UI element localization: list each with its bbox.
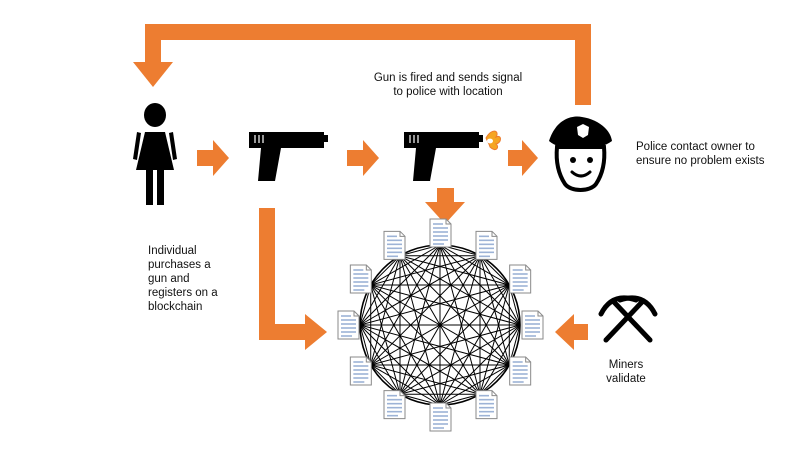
gun-firing-icon (403, 130, 501, 182)
network-link (399, 255, 521, 326)
ledger-document-icon (508, 264, 532, 294)
network-link (399, 244, 441, 395)
arrow-fired-to-blockchain (425, 188, 465, 224)
arrow-person-to-gun (197, 140, 229, 176)
ledger-document-icon (475, 230, 498, 261)
feedback-arrow (133, 24, 591, 105)
ledger-document-icon (429, 402, 452, 432)
network-link (359, 324, 372, 366)
network-link (359, 324, 481, 395)
network-link (399, 255, 481, 395)
arrow-gun-to-blockchain (259, 208, 327, 350)
miners-label: Miners validate (606, 359, 646, 385)
network-link (359, 324, 510, 366)
crossed-pickaxes-icon (598, 295, 658, 343)
network-link (370, 364, 401, 395)
ledger-document-icon (475, 389, 498, 420)
network-link (439, 255, 481, 406)
ledger-document-icon (383, 230, 406, 261)
network-link (370, 255, 401, 366)
network-link (370, 284, 401, 395)
ledger-document-icon (349, 264, 373, 294)
network-link (370, 284, 521, 326)
blockchain-network-icon (337, 218, 544, 432)
ledger-document-icon (349, 356, 373, 386)
network-link (399, 255, 441, 406)
network-link (370, 284, 441, 406)
gun-icon (248, 131, 329, 182)
network-link (399, 284, 510, 395)
arrow-fired-to-police (508, 140, 538, 176)
ledger-document-icon (429, 218, 452, 248)
network-link (359, 255, 401, 326)
ledger-document-icon (521, 310, 544, 340)
network-link (399, 255, 510, 286)
ledger-document-icon (508, 356, 532, 386)
ledger-document-icon (383, 389, 406, 420)
arrow-gun-to-fired (347, 140, 379, 176)
network-link (359, 284, 510, 326)
network-link (370, 255, 481, 366)
ledger-document-icon (337, 310, 360, 340)
network-link (479, 255, 510, 286)
arrow-miners-to-blockchain (555, 314, 588, 350)
gun-fired-label: Gun is fired and sends signal to police … (373, 72, 523, 98)
person-icon (133, 103, 177, 205)
network-link (370, 284, 481, 395)
police-contact-label: Police contact owner to ensure no proble… (636, 141, 765, 167)
network-link (370, 324, 521, 366)
network-link (439, 244, 481, 395)
network-link (359, 324, 401, 395)
network-link (399, 255, 510, 366)
police-officer-icon (549, 116, 612, 192)
network-link (479, 364, 510, 395)
network-link (370, 364, 441, 406)
individual-label: Individual purchases a gun and registers… (148, 245, 218, 313)
network-link (370, 255, 401, 286)
